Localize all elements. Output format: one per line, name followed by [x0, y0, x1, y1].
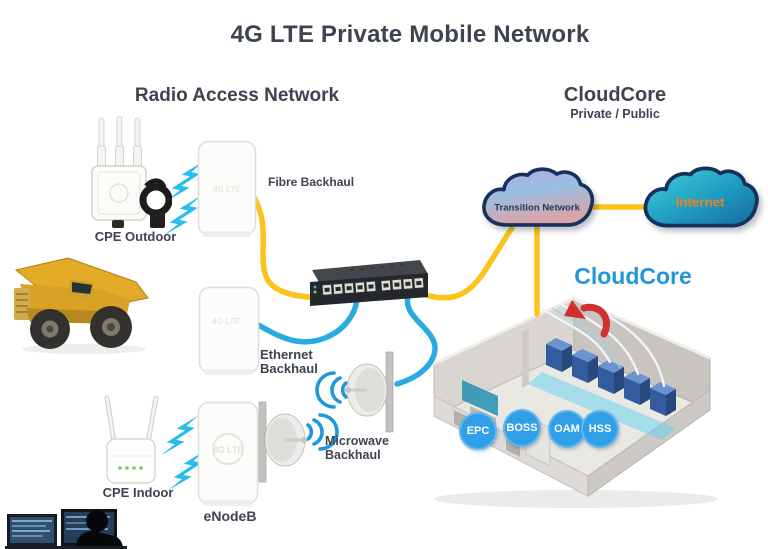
microwave-dish-lower	[258, 401, 307, 483]
microwave-backhaul-label: Microwave Backhaul	[325, 434, 389, 462]
fibre-backhaul-label: Fibre Backhaul	[268, 175, 355, 189]
airflow-arrow	[564, 300, 610, 338]
enodeb-panel-top: 4G LTE	[197, 140, 257, 237]
cloudcore-brand-label: CloudCore	[574, 263, 692, 289]
service-badge-epc: EPC	[459, 412, 497, 450]
diagram-title: 4G LTE Private Mobile Network	[230, 21, 590, 48]
cpe-outdoor-device	[91, 116, 172, 228]
ethernet-backhaul-label: Ethernet Backhaul	[260, 347, 318, 377]
badge-label: BOSS	[506, 422, 538, 434]
ethernet-backhaul-line	[249, 297, 360, 345]
cloudcore-heading: CloudCore	[563, 84, 667, 106]
enodeb-logo: 4G LTE	[213, 445, 244, 455]
internet-cloud-label: Internet	[676, 194, 725, 209]
service-badge-oam: OAM	[548, 410, 586, 448]
service-badge-boss: BOSS	[503, 409, 541, 447]
badge-label: HSS	[588, 423, 612, 435]
mining-truck	[14, 257, 149, 354]
wireless-bolt-icon	[160, 415, 206, 491]
ran-heading: Radio Access Network	[134, 85, 340, 106]
switch-to-cloud-line	[418, 225, 515, 301]
enodeb-label: eNodeB	[203, 508, 257, 524]
badge-label: OAM	[554, 423, 580, 435]
service-badge-hss: HSS	[581, 410, 619, 448]
fibre-backhaul-line	[248, 189, 330, 301]
operator-at-monitors	[5, 509, 127, 549]
transition-cloud-label: Transition Network	[494, 202, 580, 213]
server-racks	[546, 338, 676, 416]
cpe-indoor-label: CPE Indoor	[102, 485, 174, 500]
wireless-bolt-icon	[163, 161, 204, 236]
enodeb-panel-middle: 4G LTE	[198, 286, 260, 375]
cpe-indoor-device	[104, 395, 159, 484]
cpe-outdoor-label: CPE Outdoor	[94, 229, 177, 244]
cloudcore-subheading: Private / Public	[570, 107, 660, 121]
enodeb-panel-bottom: 4G LTE	[197, 401, 259, 506]
enodeb-logo: 4G LTE	[212, 317, 240, 326]
network-switch	[310, 260, 428, 306]
transition-network-cloud: Transition Network	[482, 167, 595, 227]
badge-label: EPC	[466, 425, 490, 437]
internet-cloud: Internet	[643, 166, 759, 228]
microwave-dish-upper	[345, 351, 394, 433]
switch-to-dish-line	[394, 293, 438, 387]
enodeb-logo: 4G LTE	[213, 185, 241, 194]
